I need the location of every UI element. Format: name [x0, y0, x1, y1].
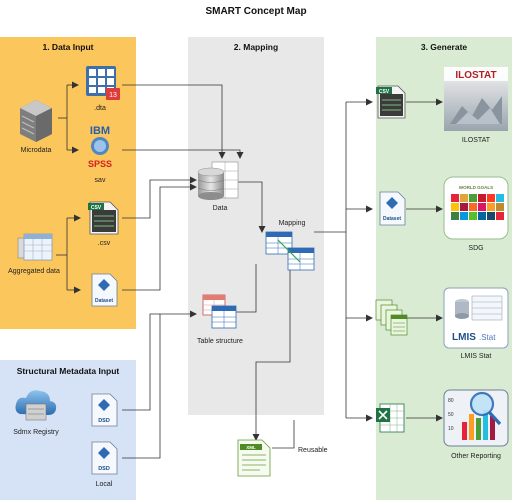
stata-grid-icon: 13	[86, 66, 120, 100]
lmis-brand-text: LMIS	[452, 332, 476, 343]
excel-icon	[376, 403, 405, 433]
sdg-banner-text: WORLD GOALS	[459, 185, 493, 190]
local-label: Local	[96, 481, 113, 488]
dataset-file-icon: Dataset	[379, 191, 406, 226]
sav-to-data-arrow	[122, 149, 244, 159]
dataset-to-data-arrow	[122, 183, 197, 291]
reusable-xml-tag: XML	[246, 445, 256, 450]
microdata-node: Microdata	[20, 100, 52, 154]
sav-node: IBM SPSS sav	[88, 125, 112, 184]
sav-label: sav	[95, 177, 106, 184]
dataset-input-node: Dataset	[91, 273, 118, 307]
lmis-suffix-text: .Stat	[479, 333, 496, 342]
local-dsd-tag: DSD	[98, 466, 110, 472]
sdmx-registry-node: Sdmx Registry	[13, 390, 59, 436]
dta-node: 13 .dta	[86, 66, 120, 112]
metadata-panel: Structural Metadata Input	[0, 360, 136, 500]
dta-label: .dta	[94, 105, 106, 112]
csv-output-node: CSV	[376, 85, 406, 119]
reusable-xml-file-icon: XML	[237, 439, 271, 477]
aggregated-node: Aggregated data	[8, 233, 60, 275]
mapping-node: Mapping	[265, 220, 315, 271]
registry-dsd-tag: DSD	[98, 418, 110, 424]
dataset-output-tag: Dataset	[383, 216, 401, 222]
mapping-to-reusable-arrow	[252, 270, 291, 441]
reusable-node: XML Reusable	[237, 439, 328, 477]
ibm-logo-text: IBM	[90, 125, 110, 137]
csv-label: .csv	[98, 240, 111, 247]
dsd-file-icon: DSD	[91, 441, 118, 475]
dsd-file-icon: DSD	[91, 393, 118, 427]
excel-output-node	[376, 403, 405, 433]
spss-logo-text: SPSS	[88, 159, 112, 169]
table-structure-icon	[202, 294, 237, 329]
sdg-goals-image: WORLD GOALS	[443, 176, 509, 240]
dta-to-data-arrow	[122, 84, 226, 159]
report-chart-magnifier-icon: 80 50 10	[443, 389, 509, 447]
stata-badge-number: 13	[109, 92, 117, 99]
table-to-mapping-line	[236, 264, 257, 313]
reusable-loop-line	[272, 420, 295, 449]
other-reporting-node: 80 50 10 Other Reporting	[443, 389, 509, 460]
registry-dsd-node: DSD	[91, 393, 118, 427]
csv-file-icon: CSV	[88, 201, 119, 235]
dataset-output-node: Dataset	[379, 191, 406, 226]
csv-output-tag: CSV	[379, 89, 390, 95]
chart-tick-10: 10	[448, 426, 454, 432]
ilostat-node: ILOSTAT ILOSTAT	[444, 67, 508, 144]
generate-header: 3. Generate	[421, 42, 468, 52]
local-dsd-node: DSD Local	[91, 441, 118, 488]
lmis-logo-image: LMIS .Stat	[443, 287, 509, 349]
data-input-header: 1. Data Input	[42, 42, 93, 52]
table-structure-node: Table structure	[197, 294, 243, 345]
reusable-label: Reusable	[298, 447, 328, 454]
lmis-label: LMIS Stat	[461, 353, 492, 360]
connectors	[56, 81, 443, 459]
mapping-tables-icon	[265, 231, 315, 271]
aggregated-label: Aggregated data	[8, 268, 60, 275]
cloud-server-icon	[15, 390, 57, 421]
chart-tick-80: 80	[448, 398, 454, 404]
csv-node: CSV .csv	[88, 201, 119, 247]
lmis-node: LMIS .Stat LMIS Stat	[443, 287, 509, 360]
ilostat-label: ILOSTAT	[462, 137, 491, 144]
local-to-table-arrow	[122, 310, 197, 459]
data-node: Data	[197, 161, 239, 212]
csv-file-icon: CSV	[376, 85, 406, 119]
registry-to-table-line	[122, 313, 160, 411]
diagram-title: SMART Concept Map	[205, 6, 306, 17]
other-reporting-label: Other Reporting	[451, 453, 501, 460]
xml-file-stack-icon	[375, 299, 408, 336]
chart-tick-50: 50	[448, 412, 454, 418]
ilostat-logo-text: ILOSTAT	[455, 70, 496, 81]
sdg-tiles	[451, 194, 504, 220]
dataset-input-tag: Dataset	[95, 298, 113, 304]
sdmx-registry-label: Sdmx Registry	[13, 429, 59, 436]
data-label: Data	[213, 205, 228, 212]
dataset-file-icon: Dataset	[91, 273, 118, 307]
mapping-header: 2. Mapping	[234, 42, 278, 52]
ilostat-logo-image: ILOSTAT	[444, 67, 508, 131]
mapping-panel: 2. Mapping	[188, 37, 324, 415]
microdata-label: Microdata	[21, 147, 52, 154]
sdg-label: SDG	[468, 245, 483, 252]
table-structure-label: Table structure	[197, 338, 243, 345]
database-table-icon	[197, 161, 239, 200]
csv-file-tag: CSV	[91, 205, 102, 211]
data-to-mapping-arrow	[236, 181, 266, 233]
spreadsheet-icon	[17, 233, 53, 261]
mapping-label: Mapping	[279, 220, 306, 227]
csv-to-data-arrow	[122, 176, 197, 219]
server-icon	[20, 100, 52, 142]
sdg-node: WORLD GOALS SDG	[443, 176, 509, 252]
ibm-spss-icon: IBM SPSS	[88, 125, 112, 169]
metadata-header: Structural Metadata Input	[17, 366, 120, 376]
xml-output-node	[375, 299, 408, 336]
